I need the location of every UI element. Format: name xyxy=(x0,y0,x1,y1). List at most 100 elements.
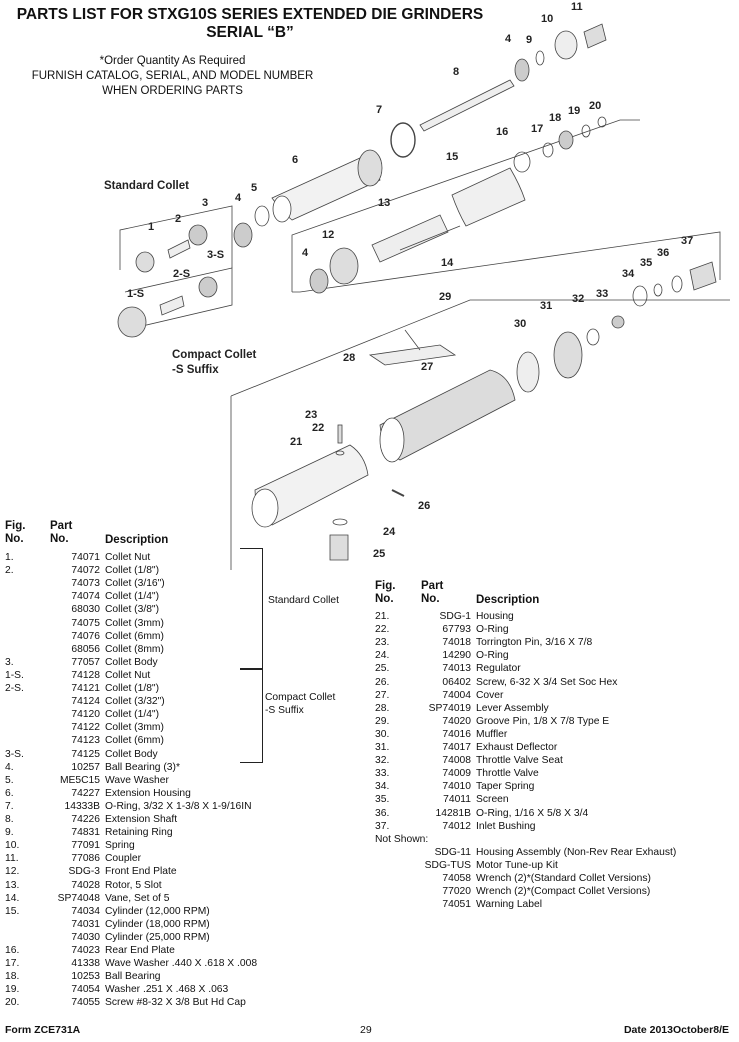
page-title: PARTS LIST FOR STXG10S SERIES EXTENDED D… xyxy=(0,6,500,42)
part-description: Spring xyxy=(105,840,135,852)
part-number: 74017 xyxy=(442,742,471,753)
part-number: 74031 xyxy=(71,918,100,930)
left-header-desc: Description xyxy=(105,534,169,546)
fig-number: 35. xyxy=(375,794,390,806)
callout-17: 17 xyxy=(531,123,543,135)
part-description: Collet (8mm) xyxy=(105,643,164,655)
fig-number: Not Shown: xyxy=(375,833,429,845)
part-number: 77091 xyxy=(71,840,100,852)
part-number: 74072 xyxy=(71,565,100,577)
part-description: Collet Nut xyxy=(105,552,151,563)
fig-number: 26. xyxy=(375,676,390,688)
callout-2-s: 2-S xyxy=(173,268,190,280)
fig-number: 21. xyxy=(375,611,390,622)
fig-number: 6. xyxy=(5,787,14,799)
fig-number: 17. xyxy=(5,958,20,970)
callout-1: 1 xyxy=(148,221,154,233)
part-description: Collet (3mm) xyxy=(105,722,164,734)
part-description: Cylinder (12,000 RPM) xyxy=(105,905,210,917)
part-description: Collet (1/8") xyxy=(105,565,160,577)
document-date: Date 2013October8/E xyxy=(623,1024,729,1036)
fig-number: 1. xyxy=(5,552,14,563)
callout-19: 19 xyxy=(568,105,580,117)
order-note: *Order Quantity As Required FURNISH CATA… xyxy=(0,54,345,99)
part-number: 74120 xyxy=(71,709,100,721)
callout-35: 35 xyxy=(640,257,652,269)
callout-25: 25 xyxy=(373,548,385,560)
part-number: SP74048 xyxy=(57,892,100,904)
part-number: 74018 xyxy=(442,637,471,649)
form-number: Form ZCE731A xyxy=(5,1024,81,1036)
standard-collet-label: Standard Collet xyxy=(104,180,189,192)
fig-number: 37. xyxy=(375,820,390,832)
part-number: SDG-TUS xyxy=(424,859,471,871)
fig-number: 29. xyxy=(375,715,390,727)
left-header-fig: Fig.No. xyxy=(5,520,26,546)
table-row: 74074 Collet (1/4") xyxy=(5,590,365,603)
part-description: Wave Washer xyxy=(105,774,169,786)
part-description: Throttle Valve Seat xyxy=(476,755,563,767)
part-number: 74123 xyxy=(71,735,100,747)
fig-number: 3-S. xyxy=(5,748,24,760)
callout-32: 32 xyxy=(572,293,584,305)
order-note-line-1: *Order Quantity As Required xyxy=(99,55,246,67)
part-number: 74122 xyxy=(71,722,100,734)
part-description: Collet (3/8") xyxy=(105,604,160,616)
table-row: 68030 Collet (3/8") xyxy=(5,603,365,616)
part-number: SDG-3 xyxy=(68,866,100,878)
callout-18: 18 xyxy=(549,112,561,124)
part-description: Screen xyxy=(476,794,509,806)
part-description: Collet (1/4") xyxy=(105,591,160,603)
part-number: 74074 xyxy=(71,591,100,603)
part-description: Collet Body xyxy=(105,748,158,760)
part-description: Inlet Bushing xyxy=(476,820,536,832)
part-number: 74013 xyxy=(442,663,471,675)
callout-37: 37 xyxy=(681,235,693,247)
part-description: Wrench (2)*(Standard Collet Versions) xyxy=(476,873,651,884)
part-description: Extension Housing xyxy=(105,787,191,799)
part-number: 74076 xyxy=(71,630,100,642)
part-description: Washer .251 X .468 X .063 xyxy=(105,984,229,996)
compact-collet-label: Compact Collet xyxy=(172,349,257,361)
fig-number: 4. xyxy=(5,761,14,773)
part-number: 68030 xyxy=(71,604,100,616)
part-description: Extension Shaft xyxy=(105,814,178,825)
callout-1-s: 1-S xyxy=(127,288,144,300)
fig-number: 15. xyxy=(5,905,20,917)
callout-7: 7 xyxy=(376,104,382,116)
part-description: Front End Plate xyxy=(105,866,177,878)
fig-number: 2. xyxy=(5,565,14,577)
fig-number: 2-S. xyxy=(5,683,24,694)
compact-collet-bracket-label: Compact Collet-S Suffix xyxy=(265,692,336,716)
part-description: Collet (3mm) xyxy=(105,617,164,629)
standard-collet-bracket-label: Standard Collet xyxy=(268,595,339,606)
part-description: Ball Bearing xyxy=(105,971,161,983)
part-number: 68056 xyxy=(71,643,100,655)
part-description: Collet Body xyxy=(105,656,158,668)
part-description: Cover xyxy=(476,689,504,701)
standard-collet-bracket xyxy=(240,548,263,670)
